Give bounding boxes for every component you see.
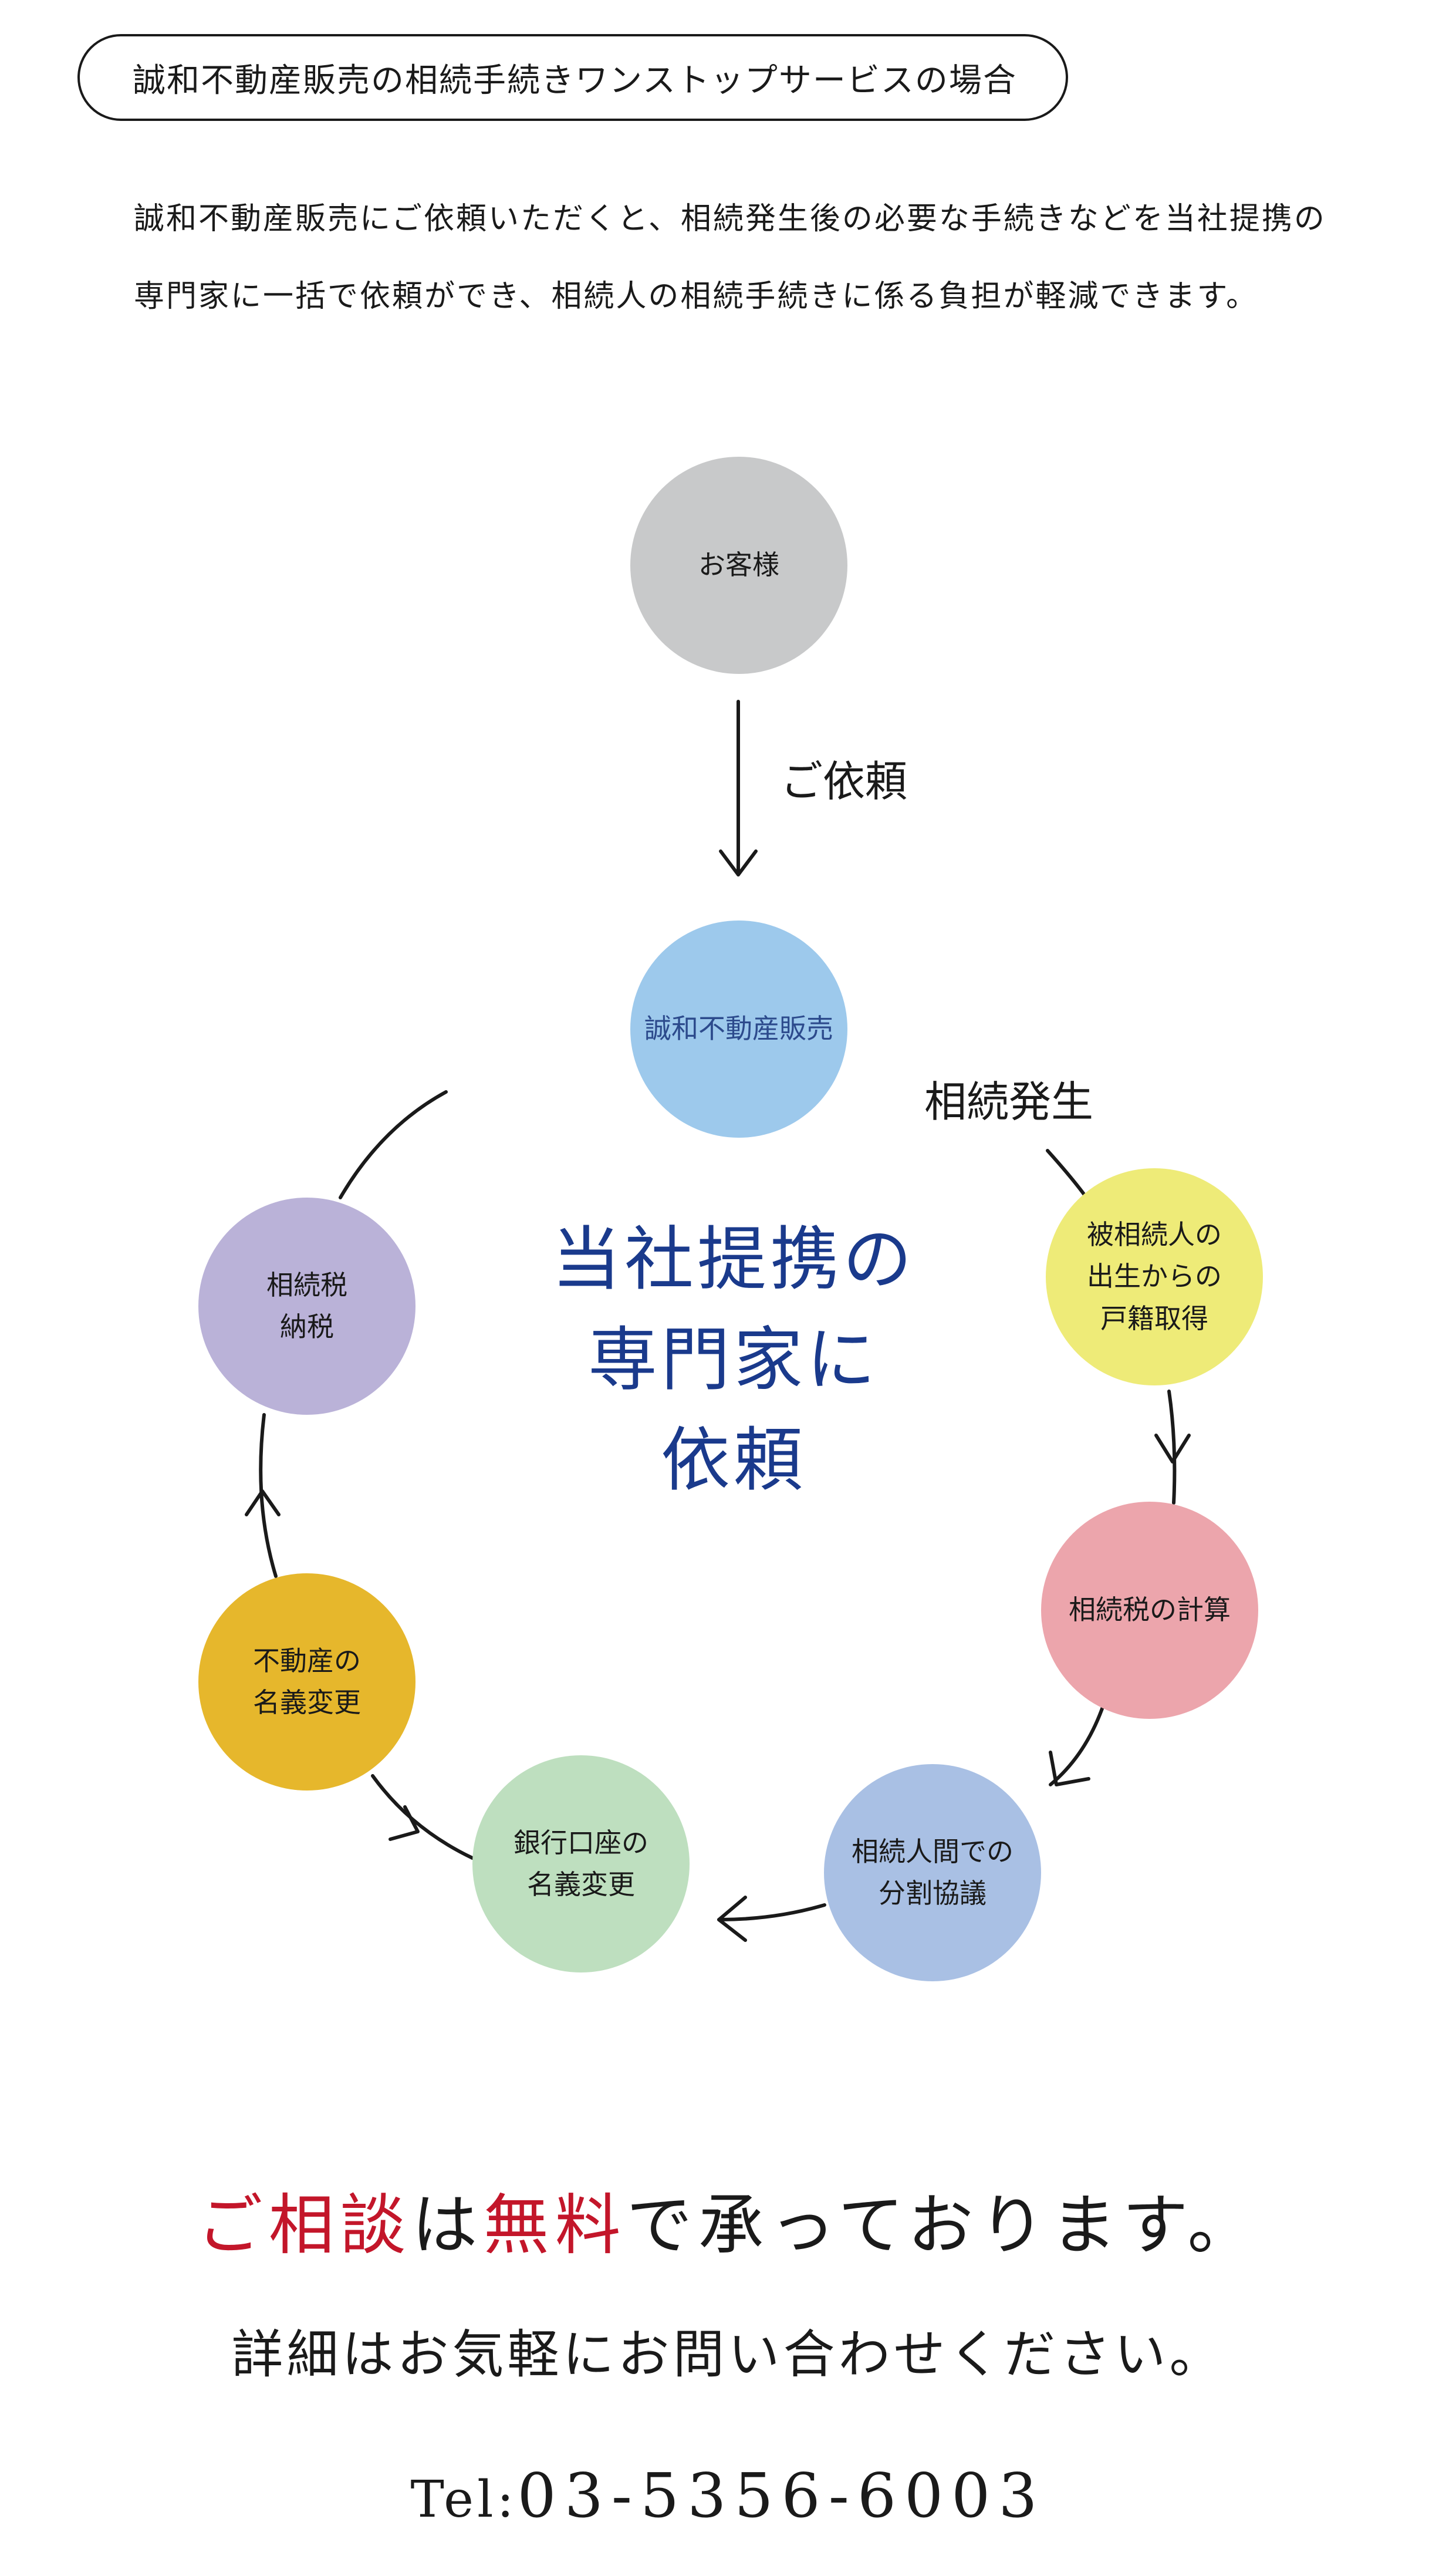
- step-label-line: 戸籍取得: [1100, 1302, 1208, 1334]
- step-circle-bank-transfer: 銀行口座の 名義変更: [472, 1755, 690, 1972]
- arc-step5-step6: [259, 1413, 278, 1578]
- company-circle: 誠和不動産販売: [630, 920, 847, 1138]
- arrowhead-step4: [717, 1896, 747, 1942]
- step-label-line: 分割協議: [879, 1877, 987, 1909]
- customer-circle: お客様: [630, 457, 847, 674]
- occurrence-label: 相続発生: [924, 1077, 1094, 1127]
- arrowhead-step5: [389, 1805, 420, 1841]
- arrowhead-step6: [245, 1489, 281, 1516]
- phone-line[interactable]: Tel:03-5356-6003: [0, 2460, 1456, 2531]
- arrowhead-step3: [1049, 1751, 1090, 1786]
- arrowhead-step2: [1154, 1434, 1191, 1464]
- step-circle-family-register: 被相続人の 出生からの 戸籍取得: [1046, 1168, 1263, 1385]
- customer-label: お客様: [698, 549, 779, 581]
- step-label-line: 相続人間での: [852, 1835, 1014, 1867]
- step-label-line: 被相続人の: [1087, 1219, 1222, 1251]
- header-title: 誠和不動産販売の相続手続きワンストップサービスの場合: [133, 61, 1017, 100]
- step-circle-property-transfer: 不動産の 名義変更: [198, 1573, 415, 1791]
- cta-consult: ご相談: [197, 2187, 412, 2264]
- phone-number[interactable]: 03-5356-6003: [517, 2460, 1046, 2531]
- request-label: ご依頼: [781, 757, 908, 806]
- step-label-line: 相続税の計算: [1069, 1594, 1231, 1626]
- step-circle-tax-calculation: 相続税の計算: [1041, 1502, 1258, 1719]
- arc-step3-step4: [717, 1903, 826, 1921]
- step-circle-division-agreement: 相続人間での 分割協議: [824, 1764, 1041, 1981]
- arc-step2-step3: [1049, 1704, 1105, 1786]
- center-line-1: 当社提携の: [551, 1219, 916, 1300]
- step-label-line: 納税: [280, 1311, 334, 1343]
- company-label: 誠和不動産販売: [644, 1013, 833, 1045]
- center-text: 当社提携の 専門家に 依頼: [528, 1209, 939, 1510]
- intro-line-2: 専門家に一括で依頼ができ、相続人の相続手続きに係る負担が軽減できます。: [134, 279, 1259, 314]
- arc-step4-step5: [371, 1774, 474, 1860]
- phone-label: Tel:: [410, 2470, 518, 2529]
- arc-to-step1: [1046, 1149, 1090, 1202]
- cta-free: 無料: [483, 2187, 627, 2264]
- arc-step6-top: [339, 1090, 448, 1199]
- cta-rest: で承っております。: [626, 2187, 1259, 2264]
- cta-headline: ご相談は無料で承っております。: [0, 2172, 1456, 2267]
- header-title-box: 誠和不動産販売の相続手続きワンストップサービスの場合: [77, 34, 1068, 121]
- step-label-line: 名義変更: [253, 1687, 361, 1718]
- cta-details: 詳細はお気軽にお問い合わせください。: [231, 2324, 1225, 2385]
- step-label-line: 相続税: [266, 1269, 347, 1301]
- request-arrowhead: [719, 849, 758, 876]
- step-label-line: 不動産の: [253, 1644, 361, 1677]
- center-line-2: 専門家に: [587, 1319, 879, 1401]
- intro-line-1: 誠和不動産販売にご依頼いただくと、相続発生後の必要な手続きなどを当社提携の: [134, 201, 1326, 237]
- arc-step1-step2: [1167, 1390, 1177, 1505]
- cta-particle-1: は: [411, 2187, 484, 2264]
- step-label-line: 名義変更: [527, 1869, 635, 1900]
- step-circle-tax-payment: 相続税 納税: [198, 1198, 415, 1415]
- step-label-line: 出生からの: [1087, 1260, 1222, 1293]
- center-line-3: 依頼: [660, 1419, 806, 1501]
- step-label-line: 銀行口座の: [514, 1826, 648, 1859]
